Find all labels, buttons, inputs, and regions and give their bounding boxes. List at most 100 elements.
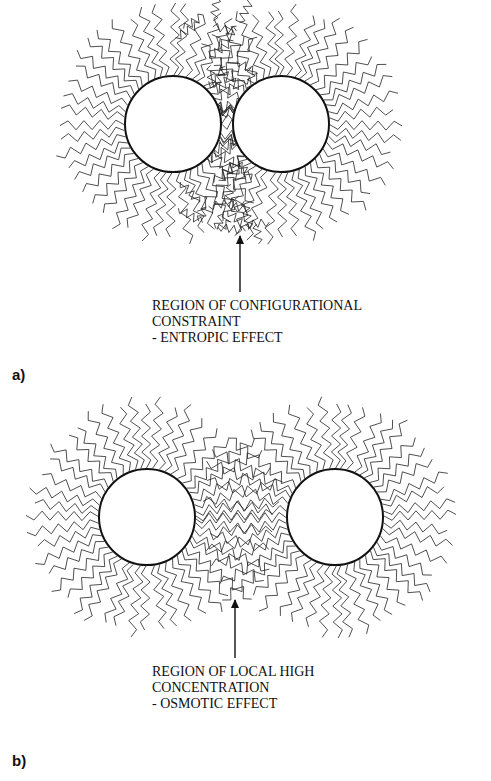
polymer-chain xyxy=(165,404,191,471)
polymer-chain xyxy=(285,4,299,75)
polymer-chain xyxy=(88,411,123,474)
polymer-chain xyxy=(203,497,286,514)
polymer-chain xyxy=(381,472,448,501)
polymer-chain xyxy=(112,166,148,228)
polymer-chain xyxy=(88,38,139,89)
polymer-chain xyxy=(384,510,456,520)
polymer-chain xyxy=(338,405,352,469)
polymer-chain xyxy=(26,511,98,520)
polymer-chain xyxy=(332,566,342,638)
polymer-chain xyxy=(305,18,340,81)
polymer-chain xyxy=(277,173,287,237)
polymer-chain xyxy=(274,11,284,75)
polymer-chain xyxy=(239,163,252,180)
effect-label: - OSMOTIC EFFECT xyxy=(152,696,402,712)
polymer-chain xyxy=(27,520,98,536)
polymer-chain xyxy=(187,439,255,489)
polymer-chain xyxy=(176,173,193,244)
polymer-chain xyxy=(207,478,288,505)
polymer-chain xyxy=(142,171,161,241)
polymer-chain xyxy=(60,120,124,130)
polymer-chain xyxy=(217,220,231,229)
polymer-chain xyxy=(346,564,369,634)
polymer-chain xyxy=(266,12,279,76)
polymer-chain xyxy=(240,0,253,23)
polymer-chain xyxy=(273,413,310,475)
polymer-chain xyxy=(324,64,387,100)
polymer-chain xyxy=(355,414,382,473)
polymer-chain xyxy=(84,559,121,621)
polymer-chain xyxy=(177,428,217,478)
polymer-chain xyxy=(329,136,391,155)
polymer-chain xyxy=(184,14,204,29)
polymer-chain xyxy=(150,397,163,469)
polymer-chain xyxy=(252,15,271,77)
polymer-chain xyxy=(327,142,394,169)
polymer-chain xyxy=(50,459,105,492)
particle-circle xyxy=(99,469,195,565)
polymer-chain xyxy=(214,156,244,183)
polymer-chain xyxy=(77,50,134,94)
polymer-chain xyxy=(384,499,456,515)
polymer-chain xyxy=(83,153,134,192)
polymer-chain xyxy=(315,159,366,210)
polymer-chain xyxy=(76,66,131,99)
particle-circle xyxy=(287,469,383,565)
polymer-chain xyxy=(251,430,301,482)
polymer-chain xyxy=(120,407,138,469)
polymer-chain xyxy=(196,520,272,536)
panel-label: a) xyxy=(12,366,25,383)
polymer-chain xyxy=(311,163,349,214)
polymer-chain xyxy=(186,15,205,77)
polymer-chain xyxy=(198,166,230,221)
polymer-chain xyxy=(298,169,323,228)
polymer-chain xyxy=(380,536,447,564)
polymer-chain xyxy=(56,135,125,159)
region-label: REGION OF CONFIGURATIONAL CONSTRAINT xyxy=(152,298,402,330)
polymer-chain xyxy=(165,562,191,621)
polymer-chain xyxy=(280,560,311,616)
polymer-chain xyxy=(330,121,402,131)
polymer-chain xyxy=(171,418,202,474)
polymer-chain xyxy=(316,39,368,89)
polymer-chain xyxy=(213,24,237,34)
polymer-chain xyxy=(374,547,431,592)
polymer-chain xyxy=(260,422,305,479)
polymer-chain xyxy=(176,22,200,39)
polymer-chain xyxy=(330,128,401,142)
polymer-chain xyxy=(211,0,221,21)
polymer-chain xyxy=(265,173,278,245)
polymer-chain xyxy=(69,142,128,168)
polymer-chain xyxy=(383,528,453,546)
polymer-chain xyxy=(320,154,370,193)
particle-circle xyxy=(233,76,329,172)
polymer-chain xyxy=(382,487,444,506)
polymer-chain xyxy=(52,547,109,591)
polymer-chain xyxy=(347,407,365,469)
polymer-chain xyxy=(141,404,151,468)
polymer-chain xyxy=(374,448,425,487)
polymer-chain xyxy=(213,66,226,87)
polymer-chain xyxy=(103,163,143,213)
polymer-chain xyxy=(371,551,423,601)
polymer-chain xyxy=(360,420,393,475)
polymer-chain xyxy=(74,556,117,614)
polymer-chain xyxy=(221,26,237,45)
polymer-chain xyxy=(173,559,206,614)
region-label: REGION OF LOCAL HIGH CONCENTRATION xyxy=(152,664,402,696)
polymer-chain xyxy=(320,57,371,95)
polymer-chain xyxy=(30,487,100,505)
polymer-chain xyxy=(170,3,180,75)
polymer-chain xyxy=(323,149,385,186)
polymer-chain xyxy=(220,541,293,584)
polymer-chain xyxy=(254,551,300,595)
polymer-chain xyxy=(210,519,286,537)
polymer-chain xyxy=(218,224,246,234)
polymer-chain xyxy=(35,535,102,565)
polymer-chain xyxy=(128,397,144,468)
polymer-chain xyxy=(354,562,381,621)
effect-label: - ENTROPIC EFFECT xyxy=(152,330,402,346)
polymer-chain xyxy=(337,566,352,638)
polymer-chain xyxy=(319,566,332,638)
polymer-chain xyxy=(178,208,202,223)
